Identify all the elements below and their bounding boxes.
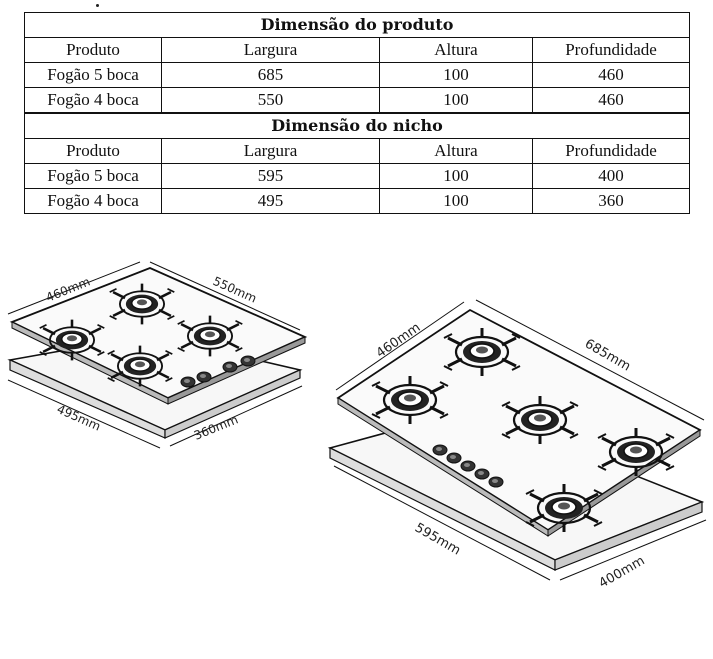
table-row: Fogão 4 boca 550 100 460	[24, 87, 691, 114]
niche-title-row: Dimensão do nicho	[23, 112, 691, 139]
header-profundidade: Profundidade	[531, 37, 691, 63]
header-altura: Altura	[379, 37, 533, 63]
cell-height: 100	[379, 163, 533, 189]
header-produto: Produto	[24, 37, 162, 63]
five-niche-width-label: 595mm	[412, 520, 463, 558]
cell-product: Fogão 5 boca	[24, 163, 162, 189]
product-header-row: Produto Largura Altura Profundidade	[24, 37, 691, 63]
header-altura: Altura	[379, 138, 533, 164]
cell-depth: 360	[531, 188, 691, 214]
stray-dot	[96, 4, 99, 7]
niche-section-title: Dimensão do nicho	[23, 112, 691, 139]
product-title-row: Dimensão do produto	[23, 12, 691, 38]
cell-width: 550	[161, 87, 380, 114]
header-largura: Largura	[161, 138, 380, 164]
cell-depth: 460	[531, 62, 691, 88]
cell-height: 100	[379, 62, 533, 88]
header-profundidade: Profundidade	[531, 138, 691, 164]
product-section-title: Dimensão do produto	[23, 12, 691, 38]
cell-depth: 400	[531, 163, 691, 189]
cell-depth: 460	[531, 87, 691, 114]
table-row: Fogão 5 boca 595 100 400	[24, 163, 691, 189]
cell-height: 100	[379, 87, 533, 114]
cell-width: 495	[161, 188, 380, 214]
table-row: Fogão 4 boca 495 100 360	[24, 188, 691, 214]
five-burner-diagram: 460mm 685mm 595mm 400mm	[327, 299, 707, 591]
dimensions-table: Dimensão do produto Produto Largura Altu…	[23, 12, 691, 214]
five-niche-depth-label: 400mm	[597, 553, 648, 591]
four-burner-diagram: 460mm 550mm 495mm 360mm	[7, 261, 308, 449]
niche-header-row: Produto Largura Altura Profundidade	[24, 138, 691, 164]
cell-width: 595	[161, 163, 380, 189]
table-row: Fogão 5 boca 685 100 460	[24, 62, 691, 88]
cell-product: Fogão 4 boca	[24, 188, 162, 214]
cell-height: 100	[379, 188, 533, 214]
cell-width: 685	[161, 62, 380, 88]
header-produto: Produto	[24, 138, 162, 164]
cooktop-drawings: 460mm 550mm 495mm 360mm 460mm 685mm 595m…	[7, 261, 707, 591]
header-largura: Largura	[161, 37, 380, 63]
cell-product: Fogão 4 boca	[24, 87, 162, 114]
cell-product: Fogão 5 boca	[24, 62, 162, 88]
